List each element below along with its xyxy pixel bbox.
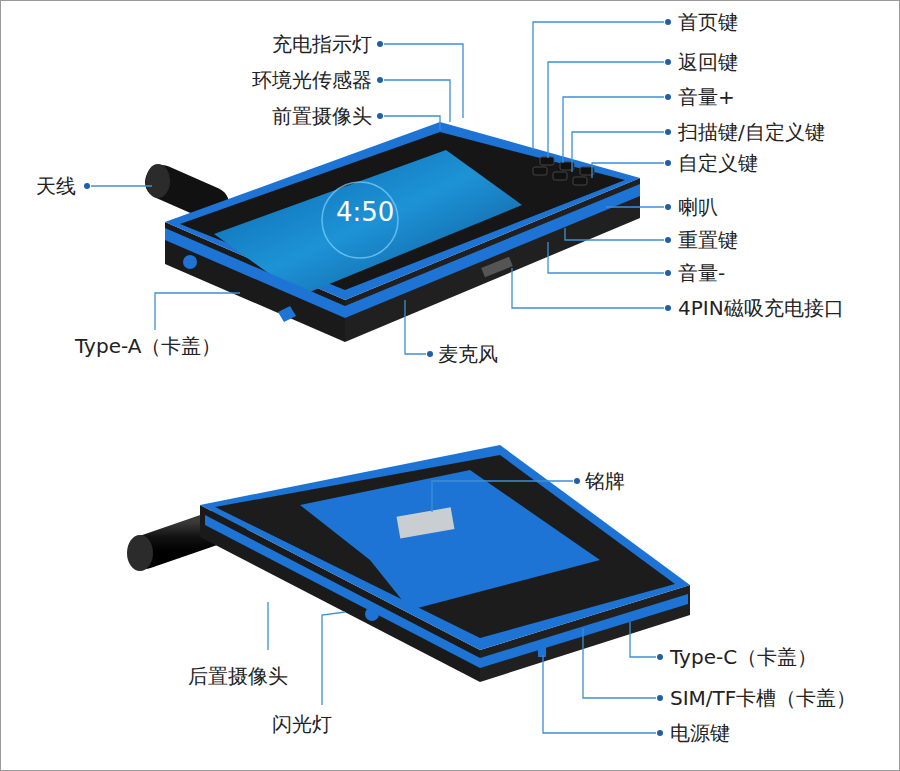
callout-label: 4PIN磁吸充电接口 bbox=[678, 295, 844, 321]
callout-label: 前置摄像头 bbox=[272, 103, 372, 129]
callout-label: 电源键 bbox=[670, 720, 730, 746]
callout-label: 闪光灯 bbox=[272, 711, 332, 737]
callout-label: 自定义键 bbox=[678, 150, 758, 176]
callout-label: Type-C（卡盖） bbox=[670, 644, 817, 670]
callout-label: 音量+ bbox=[678, 84, 735, 110]
callout-label: 喇叭 bbox=[678, 194, 718, 220]
callout-label: 天线 bbox=[36, 173, 76, 199]
callout-label: 后置摄像头 bbox=[188, 663, 288, 689]
callout-label: 充电指示灯 bbox=[272, 31, 372, 57]
callout-label: 麦克风 bbox=[438, 341, 498, 367]
callout-label: Type-A（卡盖） bbox=[75, 333, 221, 359]
callout-label: 铭牌 bbox=[585, 468, 625, 494]
callout-label: 扫描键/自定义键 bbox=[678, 119, 825, 145]
callout-label: 首页键 bbox=[678, 9, 738, 35]
callout-label: SIM/TF卡槽（卡盖） bbox=[670, 685, 856, 711]
screen-clock: 4:50 bbox=[336, 197, 394, 227]
callout-label: 返回键 bbox=[678, 49, 738, 75]
callout-label: 环境光传感器 bbox=[252, 67, 372, 93]
callout-label: 重置键 bbox=[678, 227, 738, 253]
callout-label: 音量- bbox=[678, 260, 725, 286]
